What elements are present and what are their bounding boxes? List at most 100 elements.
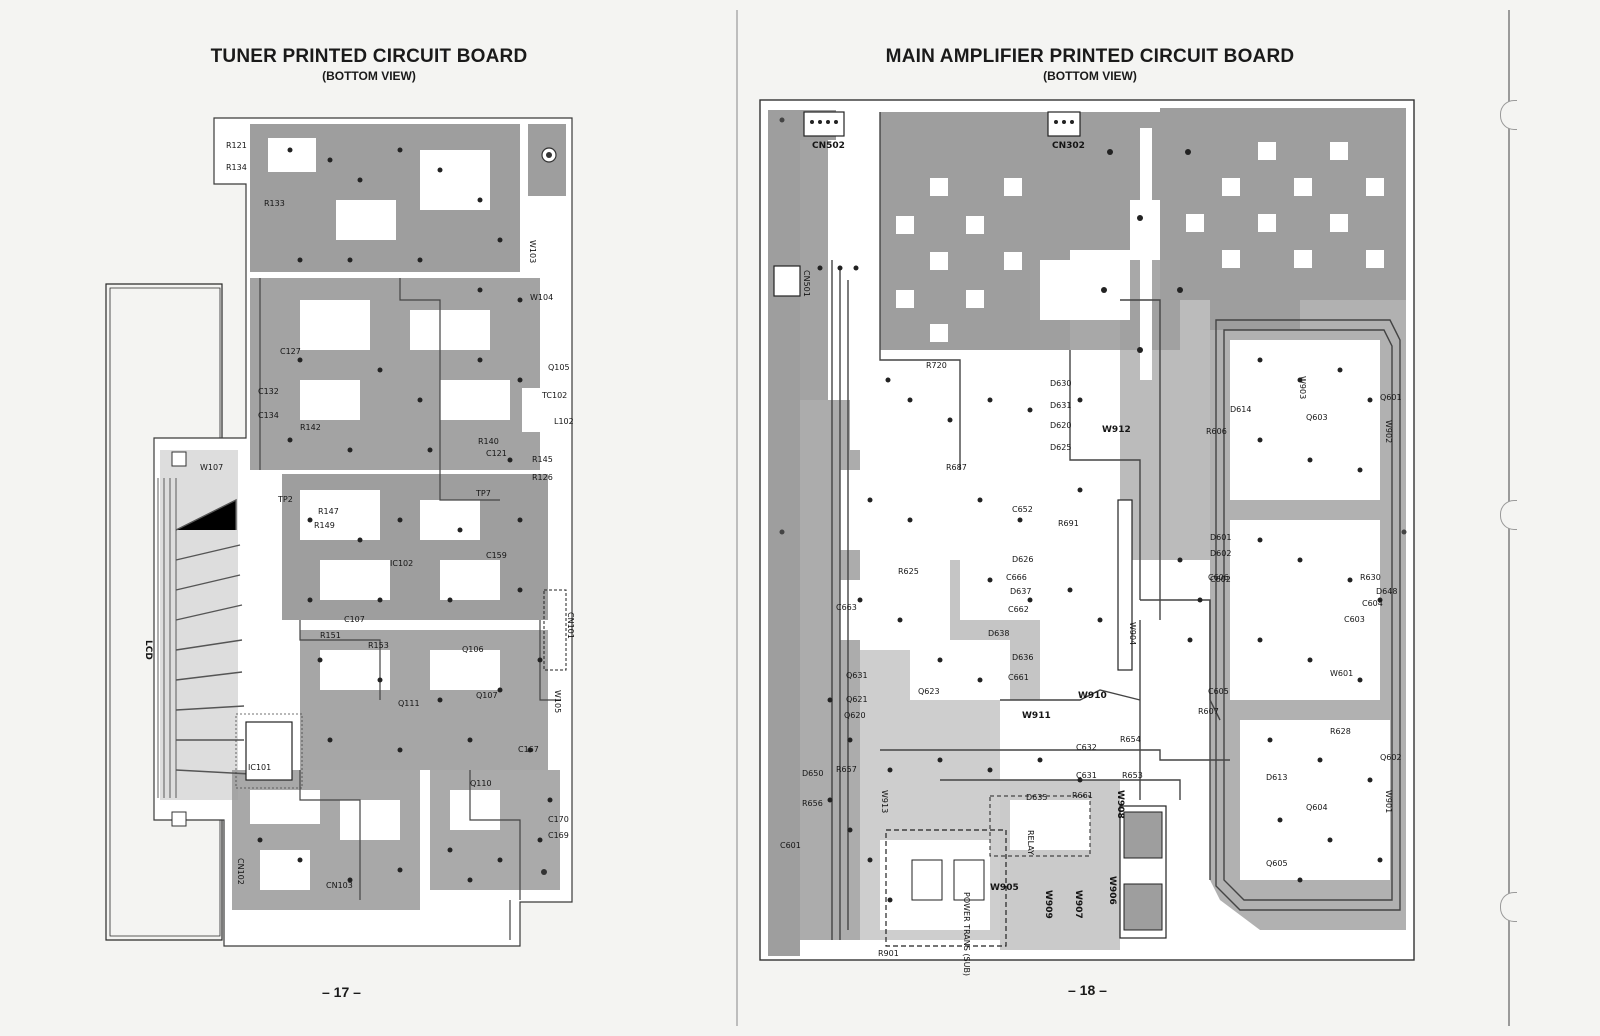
c170-label: C170 [548,815,569,824]
q621-label: Q621 [846,695,868,704]
q111-label: Q111 [398,699,420,708]
d637-label: D637 [1010,587,1031,596]
main-amp-pads [817,149,1383,903]
q107-label: Q107 [476,691,498,700]
relay-outline [989,795,1091,857]
cn502-label: CN502 [812,141,845,151]
d635-label: D635 [1026,793,1047,802]
tp2-label: TP2 [277,495,293,504]
d630-label: D630 [1050,379,1071,388]
left-page: TUNER PRINTED CIRCUIT BOARD (BOTTOM VIEW… [0,0,738,1036]
d625-label: D625 [1050,443,1071,452]
w910-label: W910 [1078,691,1107,701]
c602-label: C602 [1210,575,1231,584]
q604-label: Q604 [1306,803,1328,812]
d601-label: D601 [1210,533,1231,542]
w904-label: W904 [1128,622,1137,645]
w902-label: W902 [1384,420,1393,443]
r653-label: R653 [1122,771,1143,780]
r606-label: R606 [1206,427,1227,436]
q631-label: Q631 [846,671,868,680]
r628-label: R628 [1330,727,1351,736]
main-amp-pcb-subtitle: (BOTTOM VIEW) [1043,69,1137,83]
q620-label: Q620 [844,711,866,720]
w912-label: W912 [1102,425,1131,435]
r630-label: R630 [1360,573,1381,582]
tuner-clearances [250,138,558,890]
w911-label: W911 [1022,711,1051,721]
w905-label: W905 [990,883,1019,893]
r901-label: R901 [878,949,899,958]
mounting-hole [541,869,547,875]
c663-label: C663 [836,603,857,612]
c652-label: C652 [1012,505,1033,514]
lcd-label: LCD [143,640,153,660]
l102-label: L102 [554,417,574,426]
q106-label: Q106 [462,645,484,654]
cn102-label: CN102 [236,858,245,885]
w909-label: W909 [1043,890,1053,919]
d650-label: D650 [802,769,823,778]
q110-label: Q110 [470,779,492,788]
main-amp-outline-traces [831,112,1401,940]
tp7-label: TP7 [475,489,491,498]
c121-label: C121 [486,449,507,458]
q605-label: Q605 [1266,859,1288,868]
r691-label: R691 [1058,519,1079,528]
c134-label: C134 [258,411,279,420]
w908-label: W908 [1115,790,1125,819]
display-assembly-outline-inner [109,287,221,937]
r126-label: R126 [532,473,553,482]
r687-label: R687 [946,463,967,472]
r149-label: R149 [314,521,335,530]
q601-label: Q601 [1380,393,1402,402]
page-gutter [736,10,738,1026]
main-amp-clearances [840,128,1390,930]
w104-label: W104 [530,293,553,302]
w903-label: W903 [1298,376,1307,399]
c601-label: C601 [780,841,801,850]
c159-label: C159 [486,551,507,560]
d636-label: D636 [1012,653,1033,662]
d631-label: D631 [1050,401,1071,410]
c169-label: C169 [548,831,569,840]
cn502-connector [803,111,845,137]
cn501-connector [773,265,801,297]
page-number-17: – 17 – [322,984,361,1000]
tuner-traces [259,278,560,940]
r654-label: R654 [1120,735,1141,744]
w601-label: W601 [1330,669,1353,678]
power-trans-sub [885,829,1007,947]
r656-label: R656 [802,799,823,808]
w906-label: W906 [1107,876,1117,905]
cn103-label: CN103 [326,881,353,890]
r147-label: R147 [318,507,339,516]
q602-label: Q602 [1380,753,1402,762]
cn101-label: CN101 [566,612,575,639]
tuner-pcb-subtitle: (BOTTOM VIEW) [322,69,416,83]
d602-label: D602 [1210,549,1231,558]
c661-label: C661 [1008,673,1029,682]
d620-label: D620 [1050,421,1071,430]
ic102-label: IC102 [390,559,413,568]
power-trans-label: POWER TRANS (SUB) [962,892,971,976]
lcd-connector-traces [157,478,177,798]
r142-label: R142 [300,423,321,432]
r133-label: R133 [264,199,285,208]
r661-label: R661 [1072,791,1093,800]
c605-label: C605 [1208,687,1229,696]
w913-label: W913 [880,790,889,813]
tuner-pcb-title: TUNER PRINTED CIRCUIT BOARD [210,46,528,67]
ic101-label: IC101 [248,763,271,772]
r151-label: R151 [320,631,341,640]
w907-label: W907 [1073,890,1083,919]
r625-label: R625 [898,567,919,576]
c127-label: C127 [280,347,301,356]
main-amp-pcb-diagram: CN502 CN302 CN501 R720 R687 R691 R625 R6… [759,99,1415,976]
r153-label: R153 [368,641,389,650]
r134-label: R134 [226,163,247,172]
c603-label: C603 [1344,615,1365,624]
tc102-label: TC102 [541,391,567,400]
tuner-pads [257,147,553,883]
c167-label: C167 [518,745,539,754]
